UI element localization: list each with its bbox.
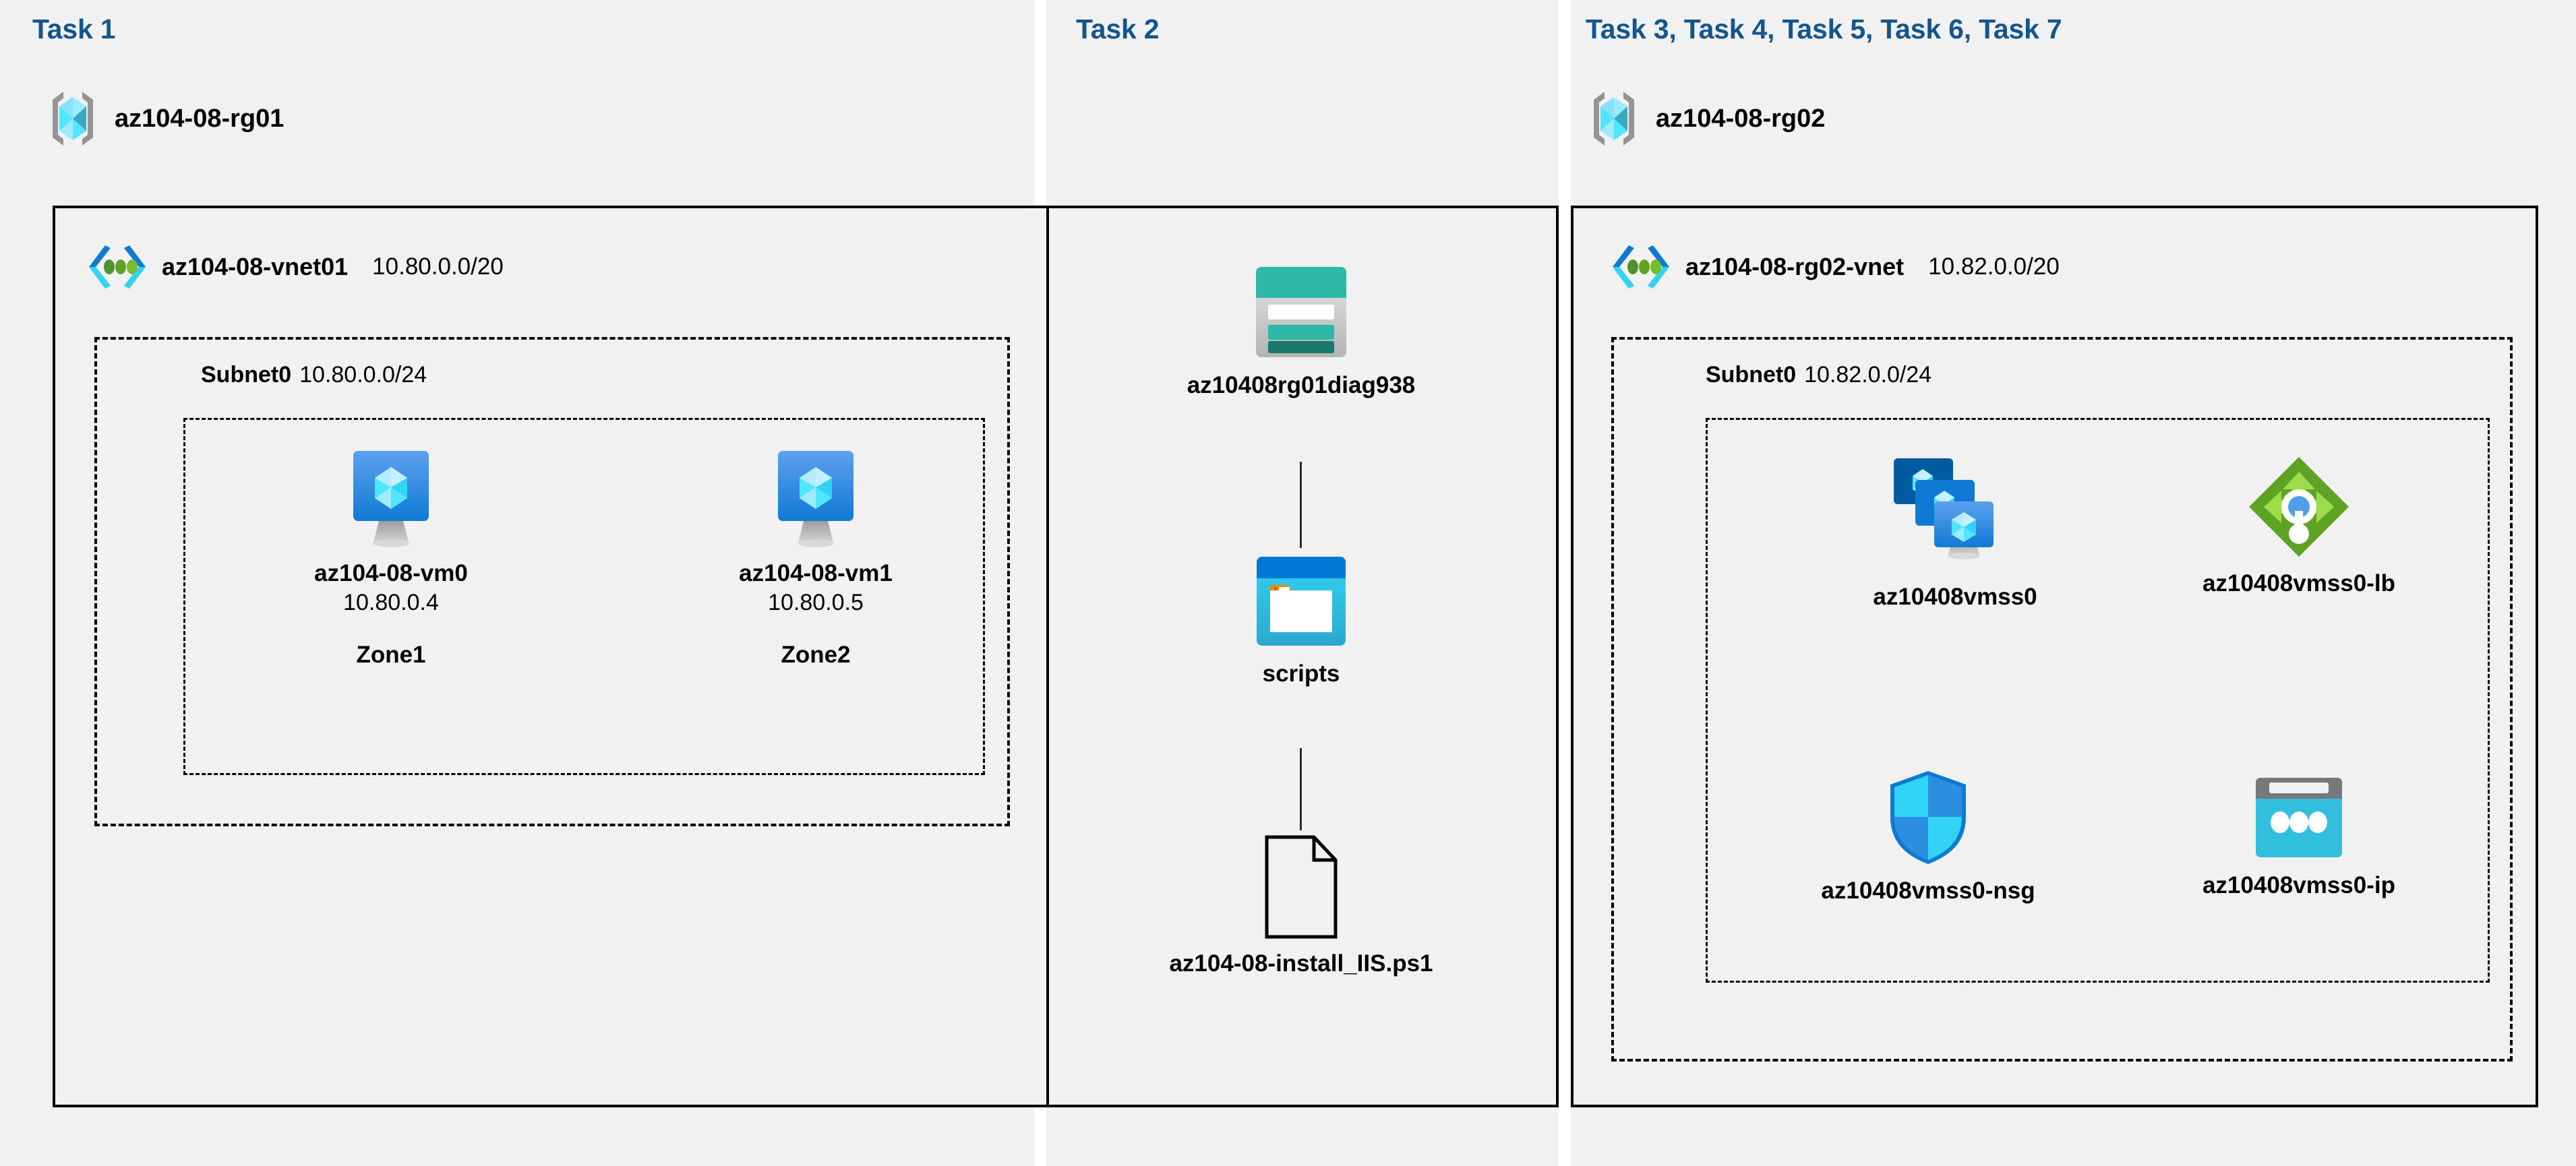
connector-storage-to-container xyxy=(1300,462,1302,548)
storage-account-icon xyxy=(1251,262,1352,363)
network-security-group-icon xyxy=(1885,767,1971,868)
resource-group-icon xyxy=(1590,89,1638,148)
virtual-network-icon xyxy=(1611,243,1671,291)
subnet-label-vnet01: Subnet0 10.80.0.0/24 xyxy=(201,362,427,388)
file-icon xyxy=(1261,833,1341,941)
resource-group-label-rg02: az104-08-rg02 xyxy=(1656,104,1826,133)
resource-ip-vm1: 10.80.0.5 xyxy=(768,590,864,615)
resource-name-vm1: az104-08-vm1 xyxy=(739,560,893,586)
resource-name-vm0: az104-08-vm0 xyxy=(314,560,468,586)
subnet-name-vnet01: Subnet0 xyxy=(201,362,292,388)
vm-scale-set-icon xyxy=(1891,453,2019,574)
virtual-network-icon xyxy=(88,243,147,291)
resource-node-public-ip[interactable]: az10408vmss0-ip xyxy=(2151,774,2447,899)
resource-node-vm0[interactable]: az104-08-vm0 10.80.0.4 Zone1 xyxy=(270,448,512,669)
subnet-boundary-rg02vnet xyxy=(1611,337,2513,1062)
vnet-boundary-rg02vnet xyxy=(1571,206,2538,1107)
resource-node-script-file[interactable]: az104-08-install_IIS.ps1 xyxy=(1146,833,1456,977)
vmss-resource-boundary xyxy=(1706,418,2490,983)
connector-container-to-file xyxy=(1300,748,1302,830)
resource-ip-vm0: 10.80.0.4 xyxy=(343,590,439,615)
resource-group-icon xyxy=(49,89,97,148)
resource-node-blob-container[interactable]: scripts xyxy=(1200,551,1402,687)
resource-group-label-rg01: az104-08-rg01 xyxy=(115,104,284,133)
availability-zone-boundary xyxy=(183,418,985,775)
vnet-header-rg02vnet: az104-08-rg02-vnet 10.82.0.0/20 xyxy=(1611,243,2060,291)
resource-name-nsg: az10408vmss0-nsg xyxy=(1821,878,2035,904)
resource-node-vm1[interactable]: az104-08-vm1 10.80.0.5 Zone2 xyxy=(694,448,937,669)
resource-name-script-file: az104-08-install_IIS.ps1 xyxy=(1169,950,1433,977)
blob-container-icon xyxy=(1251,551,1351,651)
resource-name-load-balancer: az10408vmss0-lb xyxy=(2202,570,2396,596)
task-title-2: Task 2 xyxy=(1076,13,1160,44)
resource-node-nsg[interactable]: az10408vmss0-nsg xyxy=(1760,767,2097,904)
vnet-cidr-vnet01: 10.80.0.0/20 xyxy=(372,253,504,280)
resource-zone-vm0: Zone1 xyxy=(356,642,426,668)
subnet-cidr-rg02vnet: 10.82.0.0/24 xyxy=(1804,362,1932,388)
resource-node-vmss[interactable]: az10408vmss0 xyxy=(1814,453,2097,611)
resource-name-blob-container: scripts xyxy=(1262,661,1340,687)
vnet-cidr-rg02vnet: 10.82.0.0/20 xyxy=(1928,253,2060,280)
virtual-machine-icon xyxy=(349,448,433,551)
vnet-header-vnet01: az104-08-vnet01 10.80.0.0/20 xyxy=(88,243,504,291)
task-title-1: Task 1 xyxy=(32,13,116,44)
resource-name-vmss: az10408vmss0 xyxy=(1873,584,2037,610)
subnet-label-rg02vnet: Subnet0 10.82.0.0/24 xyxy=(1706,362,1931,388)
load-balancer-icon xyxy=(2245,453,2353,561)
task-title-3: Task 3, Task 4, Task 5, Task 6, Task 7 xyxy=(1586,13,2062,44)
resource-zone-vm1: Zone2 xyxy=(781,642,851,668)
vnet-name-rg02vnet: az104-08-rg02-vnet xyxy=(1685,253,1905,280)
resource-node-load-balancer[interactable]: az10408vmss0-lb xyxy=(2151,453,2447,597)
subnet-cidr-vnet01: 10.80.0.0/24 xyxy=(299,362,427,388)
subnet-boundary-vnet01 xyxy=(94,337,1010,826)
resource-node-storage-account[interactable]: az10408rg01diag938 xyxy=(1160,262,1443,399)
virtual-machine-icon xyxy=(774,448,858,551)
resource-group-header-rg01: az104-08-rg01 xyxy=(49,89,284,148)
vnet-name-vnet01: az104-08-vnet01 xyxy=(162,253,349,280)
public-ip-address-icon xyxy=(2249,774,2349,863)
resource-name-storage-account: az10408rg01diag938 xyxy=(1187,372,1416,398)
subnet-name-rg02vnet: Subnet0 xyxy=(1706,362,1797,388)
resource-group-header-rg02: az104-08-rg02 xyxy=(1590,89,1825,148)
resource-name-public-ip: az10408vmss0-ip xyxy=(2202,872,2396,898)
